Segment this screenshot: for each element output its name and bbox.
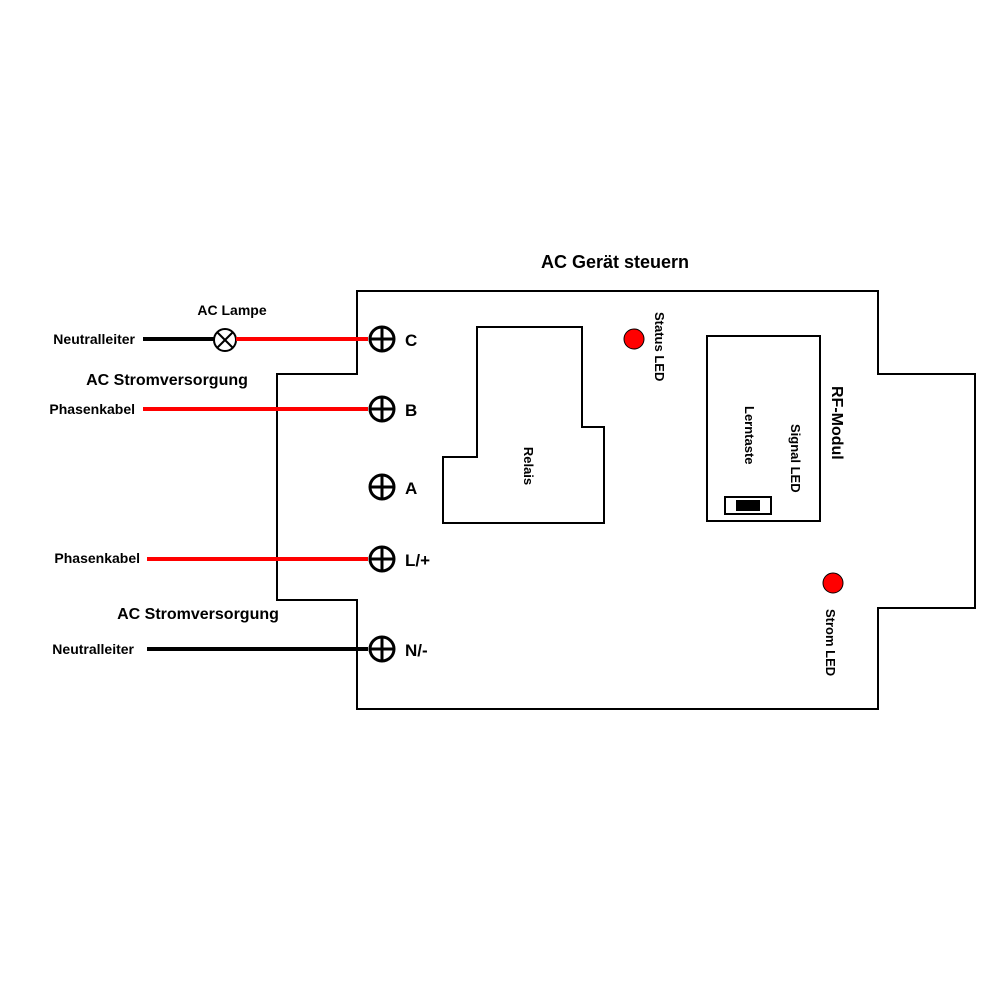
power-led-label: Strom LED: [823, 609, 838, 676]
terminal-n[interactable]: N/-: [368, 635, 428, 663]
terminal-c[interactable]: C: [368, 325, 417, 353]
rf-module-block: [706, 335, 821, 522]
terminal-screw-icon: [368, 473, 396, 501]
supply-label: AC Stromversorgung: [117, 606, 279, 623]
load-phase-label: Phasenkabel: [49, 401, 135, 417]
load-neutral-label: Neutralleiter: [53, 331, 135, 347]
terminal-label: C: [405, 331, 417, 350]
power-led-icon: [822, 572, 844, 594]
lamp-label: AC Lampe: [197, 302, 266, 318]
terminal-screw-icon: [368, 395, 396, 423]
status-led-label: Status LED: [652, 312, 667, 381]
signal-led-label: Signal LED: [788, 424, 803, 493]
relay-block: [442, 326, 605, 524]
terminal-label: N/-: [405, 641, 428, 660]
supply-phase-label: Phasenkabel: [54, 550, 140, 566]
learn-button-label: Lerntaste: [742, 406, 757, 465]
terminal-a[interactable]: A: [368, 473, 417, 501]
terminal-b[interactable]: B: [368, 395, 417, 423]
terminal-screw-icon: [368, 325, 396, 353]
terminal-screw-icon: [368, 545, 396, 573]
terminal-label: L/+: [405, 551, 430, 570]
diagram-title: AC Gerät steuern: [541, 252, 689, 272]
terminal-label: A: [405, 479, 417, 498]
status-led-icon: [623, 328, 645, 350]
rf-module-label: RF-Modul: [828, 386, 845, 460]
relay-label: Relais: [521, 447, 536, 485]
supply-neutral-label: Neutralleiter: [52, 641, 134, 657]
load-supply-label: AC Stromversorgung: [86, 372, 248, 389]
terminal-screw-icon: [368, 635, 396, 663]
terminal-label: B: [405, 401, 417, 420]
terminal-l[interactable]: L/+: [368, 545, 430, 573]
push-button-icon[interactable]: [724, 496, 772, 515]
lamp-symbol-icon: [213, 328, 237, 352]
